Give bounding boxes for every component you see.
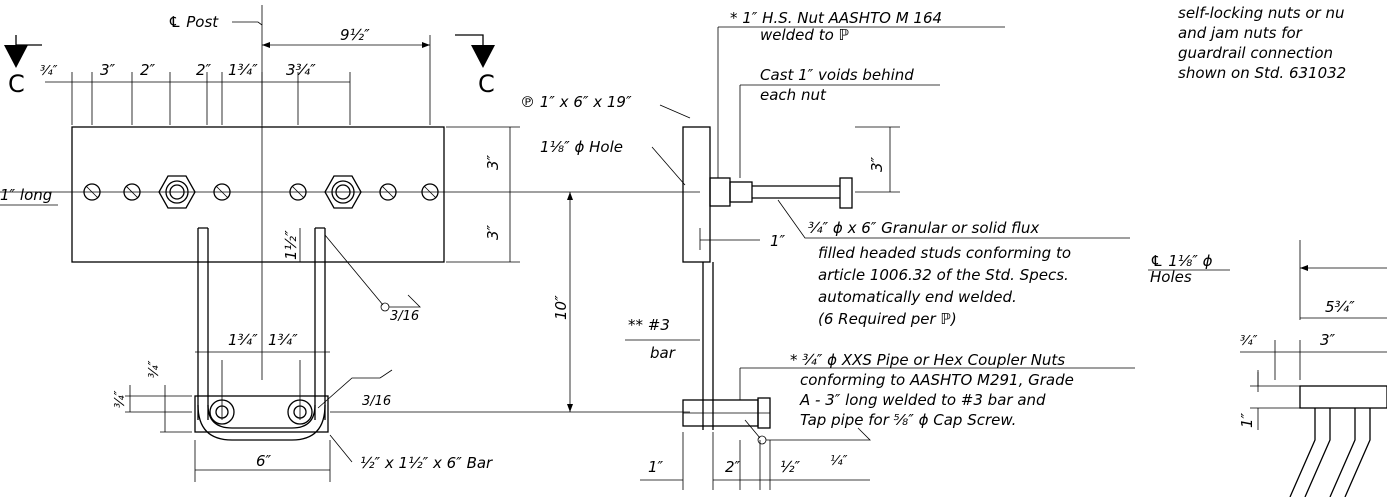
dim-top-1: 3″ [100,61,116,79]
dim-3a: 3″ [484,154,502,170]
dim-top-0: ¾″ [40,64,58,79]
nut-note-2: welded to ℙ [760,26,849,44]
dim-3c: 3″ [868,156,886,172]
dim-half: ½″ [780,458,801,476]
dim-quarter: ¼″ [830,454,848,469]
dim-9-5: 9½″ [340,26,370,44]
dim-3d: 3″ [1320,331,1336,349]
plate-front-view [71,126,445,263]
bar3-label-b: bar [650,344,676,362]
top-note-1: and jam nuts for [1178,24,1303,42]
dim-top-5: 3¾″ [286,61,316,79]
dim-6: 6″ [256,452,272,470]
bottom-bar [194,395,329,433]
stud-note-3: automatically end welded. [818,288,1017,306]
weld-3-16a: 3/16 [390,309,419,324]
dim-1b: 1″ [648,458,664,476]
dim-1-5: 1½″ [282,230,300,260]
post-centerline-label: ℄ Post [168,13,219,31]
stud-note-4: (6 Required per ℙ) [818,310,957,328]
long-label: 1″ long [0,186,52,204]
hs-nut [709,177,731,207]
top-note-2: guardrail connection [1178,44,1333,62]
pipe-note-2: A - 3″ long welded to #3 bar and [799,391,1046,409]
pipe-note-3: Tap pipe for ⅝″ ϕ Cap Screw. [800,411,1016,429]
plate-side-view [682,126,711,263]
cl-holes-2: Holes [1150,268,1192,286]
dim-3b: 3″ [484,224,502,240]
pipe-note-1: conforming to AASHTO M291, Grade [800,371,1074,389]
bar-label: ½″ x 1½″ x 6″ Bar [360,454,493,472]
hole-label: 1⅛″ ϕ Hole [540,138,623,156]
dim-2: 2″ [725,458,741,476]
pipe-note-0: * ¾″ ϕ XXS Pipe or Hex Coupler Nuts [790,351,1065,369]
stud-note-1: filled headed studs conforming to [818,244,1071,262]
dim-top-3: 2″ [196,61,212,79]
dim-3-4b: ¾″ [147,360,162,378]
section-marker-right: C [455,34,495,98]
dim-top-4: 1¾″ [228,61,258,79]
dim-1-75a: 1¾″ [228,331,258,349]
section-letter-left: C [8,70,25,98]
right-view-plate [1299,385,1387,409]
dim-1c: 1″ [1238,412,1256,428]
section-marker-left: C [4,35,42,98]
dim-1: 1″ [770,232,786,250]
dim-10: 10″ [552,295,570,320]
stud-note-2: article 1006.32 of the Std. Specs. [818,266,1069,284]
dim-1-75b: 1¾″ [268,331,298,349]
top-note-3: shown on Std. 631032 [1178,64,1346,82]
plate-label: ℗ 1″ x 6″ x 19″ [520,93,632,111]
voids-note-2: each nut [760,86,827,104]
section-letter-right: C [478,70,495,98]
dim-3-4a: ¾″ [113,390,128,408]
top-note-0: self-locking nuts or nu [1178,4,1345,22]
voids-note-1: Cast 1″ voids behind [760,66,914,84]
dim-top-2: 2″ [140,61,156,79]
dim-5-3-4: 5¾″ [1325,298,1355,316]
weld-3-16b: 3/16 [362,394,391,409]
stud-note-0: ¾″ ϕ x 6″ Granular or solid flux [808,219,1039,237]
stud-head [839,177,853,209]
bar3-label-a: ** #3 [628,316,670,334]
dim-3-4c: ¾″ [1240,334,1258,349]
nut-note-1: * 1″ H.S. Nut AASHTO M 164 [730,9,942,27]
cl-holes-1: ℄ 1⅛″ ϕ [1150,252,1213,270]
